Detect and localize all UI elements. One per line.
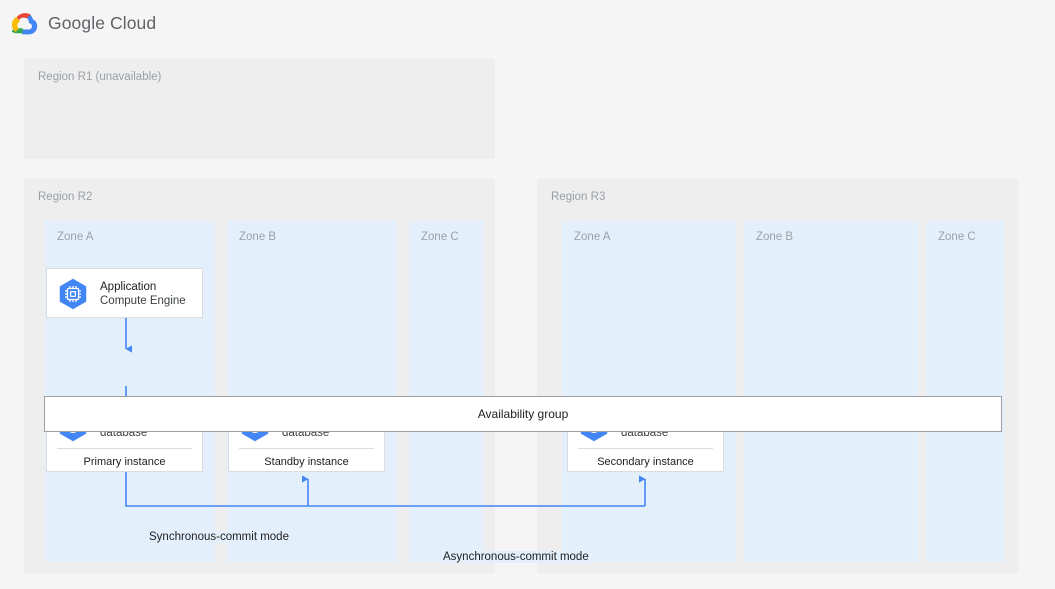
- google-cloud-logo-icon: [12, 13, 38, 35]
- zone-r3-c: Zone C: [926, 221, 1004, 562]
- app-header: Google Cloud: [0, 0, 1055, 46]
- zone-r2-c: Zone C: [409, 221, 483, 562]
- zone-r2-a-label: Zone A: [57, 231, 94, 243]
- compute-engine-icon: [59, 278, 87, 310]
- card-standby-db-footer: Standby instance: [264, 456, 349, 468]
- zone-r3-a: Zone A: [562, 221, 736, 562]
- card-standby-db-divider: [239, 448, 374, 449]
- zone-r3-b: Zone B: [744, 221, 918, 562]
- card-application[interactable]: Application Compute Engine: [46, 268, 203, 318]
- zone-r3-a-label: Zone A: [574, 231, 611, 243]
- connector-layer: [125, 318, 646, 507]
- zone-r2-b: Zone B: [227, 221, 397, 562]
- connector-primary-replication-bus: [125, 472, 645, 507]
- diagram-canvas: Region R1 (unavailable) Region R2 Zone A…: [0, 46, 1055, 589]
- card-application-subtitle: Compute Engine: [100, 295, 186, 307]
- card-application-title: Application: [100, 280, 157, 293]
- card-secondary-db-divider: [578, 448, 713, 449]
- connector-label-async-commit: Asynchronous-commit mode: [440, 551, 592, 563]
- availability-group-label: Availability group: [477, 407, 569, 421]
- region-r2-label: Region R2: [38, 191, 93, 203]
- region-r3: Region R3 Zone A Zone B Zone C: [537, 179, 1018, 573]
- card-application-text: Application Compute Engine: [100, 280, 186, 308]
- card-primary-db-footer: Primary instance: [83, 456, 166, 468]
- connector-label-sync-commit: Synchronous-commit mode: [146, 531, 292, 543]
- region-r1-label: Region R1 (unavailable): [38, 71, 162, 83]
- region-r3-label: Region R3: [551, 191, 606, 203]
- zone-r3-b-label: Zone B: [756, 231, 794, 243]
- region-r1: Region R1 (unavailable): [24, 59, 495, 159]
- availability-group-bar[interactable]: Availability group: [44, 396, 1002, 432]
- region-r2: Region R2 Zone A Zone B Zone C: [24, 179, 495, 573]
- zone-r3-c-label: Zone C: [938, 231, 976, 243]
- card-primary-db-divider: [57, 448, 192, 449]
- zone-r2-c-label: Zone C: [421, 231, 459, 243]
- zone-r2-b-label: Zone B: [239, 231, 277, 243]
- brand-title: Google Cloud: [48, 12, 157, 33]
- card-secondary-db-footer: Secondary instance: [597, 456, 694, 468]
